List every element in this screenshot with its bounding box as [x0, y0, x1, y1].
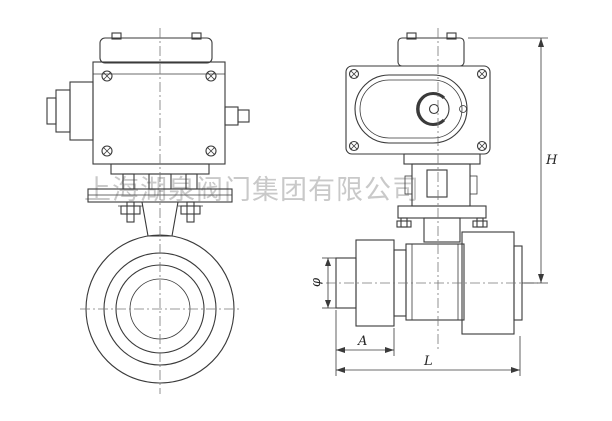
- actuator-cap-front: [99, 37, 213, 64]
- screw-icon: [101, 70, 113, 82]
- motor-end-cap: [46, 81, 94, 141]
- dimension-a: A: [336, 328, 395, 356]
- actuator-bracket: [403, 153, 481, 165]
- watermark-text: 上海湖泉阀门集团有限公司: [84, 175, 420, 206]
- flange-bolt: [118, 201, 143, 223]
- actuator-cap-side: [397, 37, 465, 67]
- dimension-l: L: [335, 310, 521, 376]
- actuator-top-screw: [406, 32, 417, 40]
- side-view: [326, 28, 538, 352]
- screw-icon: [476, 68, 488, 80]
- valve-neck-side: [423, 217, 461, 243]
- actuator-top-screw: [111, 32, 122, 40]
- cable-gland: [224, 106, 250, 126]
- actuator-top-screw: [446, 32, 457, 40]
- dimension-h: H: [468, 37, 558, 284]
- mounting-plate-side: [397, 205, 487, 219]
- screw-icon: [205, 145, 217, 157]
- front-view: [46, 28, 250, 394]
- actuator-top-screw: [191, 32, 202, 40]
- dimension-a-label: A: [357, 334, 367, 349]
- screw-icon: [476, 140, 488, 152]
- handwheel-indicator: [416, 92, 467, 126]
- dimension-phi-label: φ: [309, 277, 324, 287]
- screw-icon: [205, 70, 217, 82]
- plate-bolt: [396, 217, 412, 228]
- plate-bolt: [472, 217, 488, 228]
- actuator-body-front: [92, 61, 226, 165]
- dimension-h-label: H: [545, 153, 558, 168]
- dimension-l-label: L: [423, 354, 433, 369]
- flange-bolt: [178, 201, 203, 223]
- screw-icon: [348, 140, 360, 152]
- screw-icon: [101, 145, 113, 157]
- dimension-phi: φ: [309, 257, 338, 309]
- screw-icon: [348, 68, 360, 80]
- actuator-cover-oval: [354, 74, 468, 144]
- valve-body-side: [405, 243, 465, 321]
